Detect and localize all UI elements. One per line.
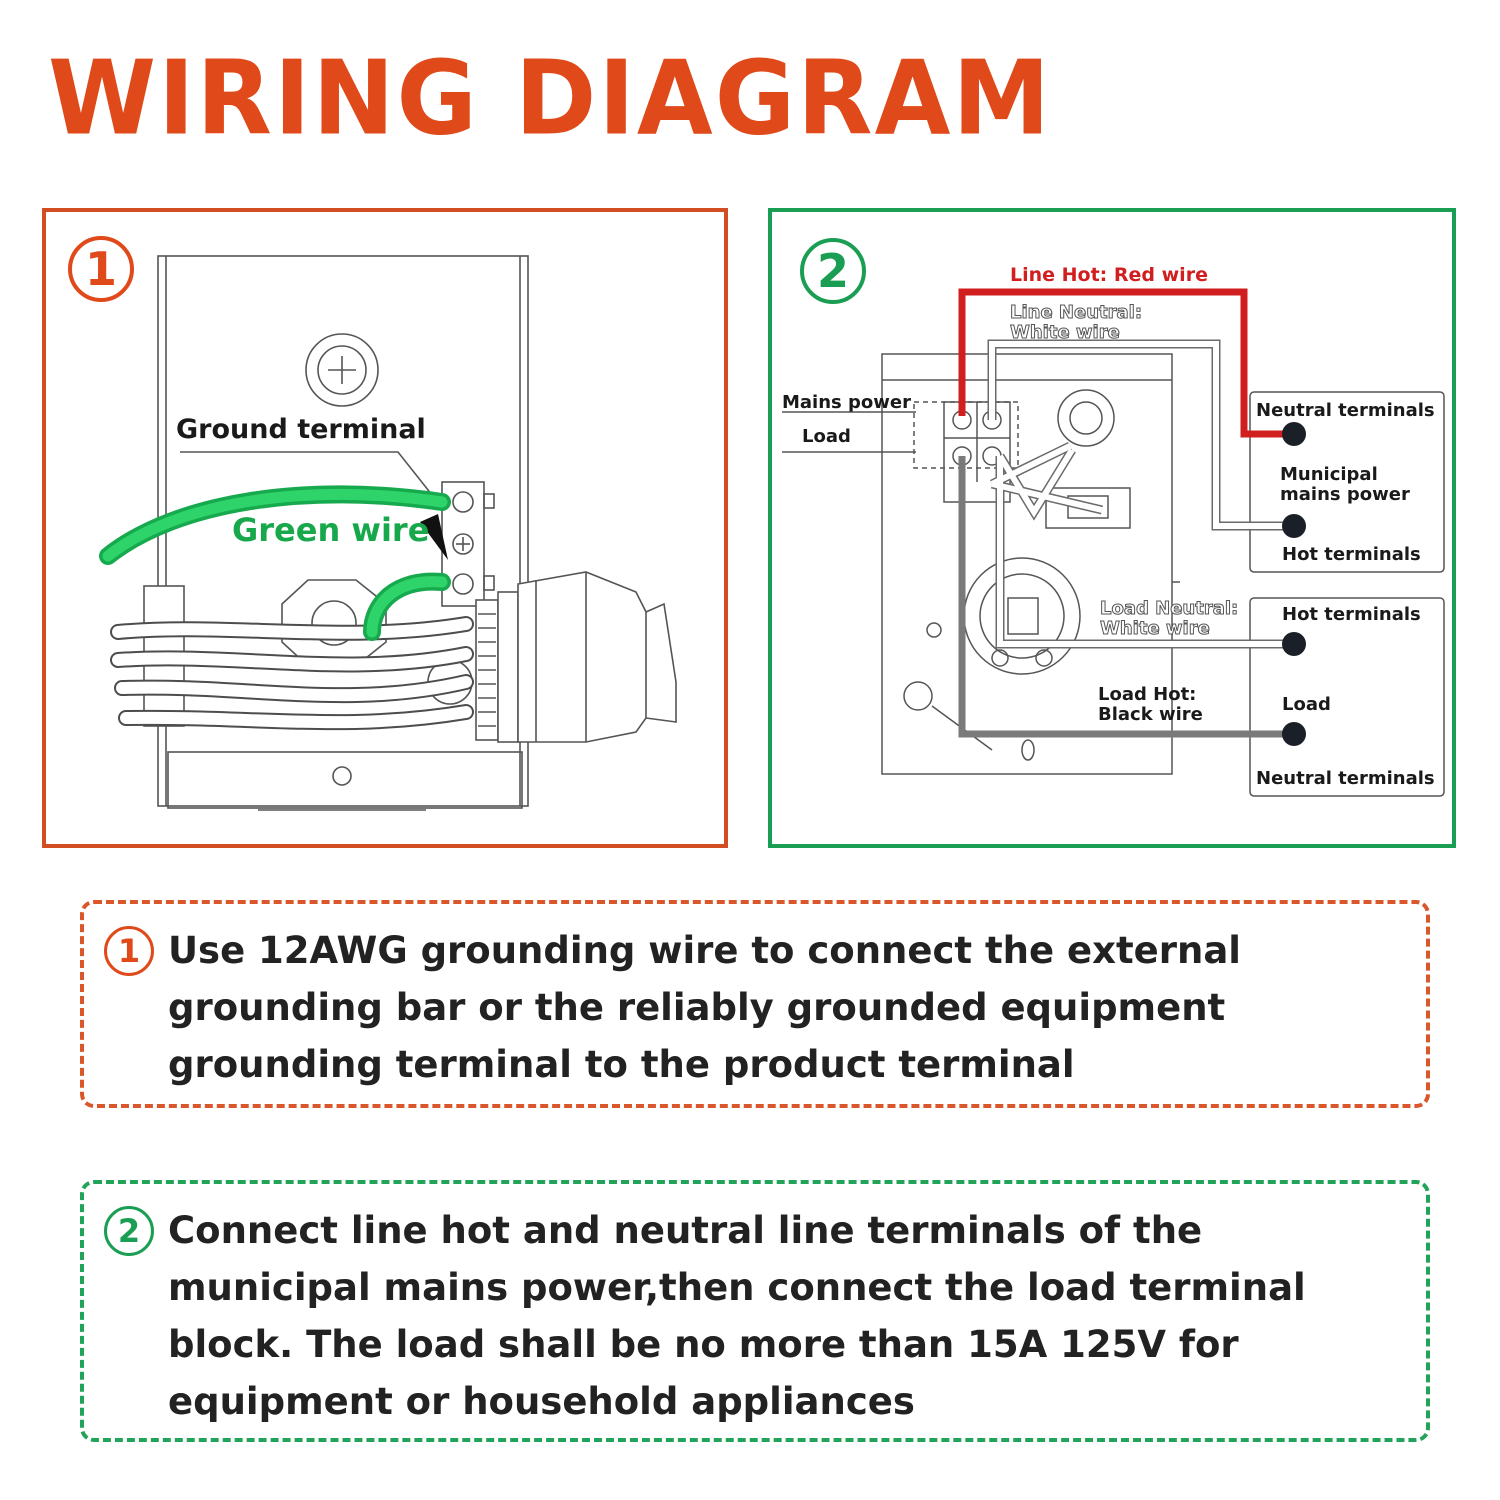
line-hot-label: Line Hot: Red wire xyxy=(1010,264,1208,286)
neutral-terminal-dot-bottom xyxy=(1282,722,1306,746)
load-hot-label-1: Load Hot: xyxy=(1098,684,1197,705)
neutral-terminals-bottom-label: Neutral terminals xyxy=(1256,768,1435,789)
load-right-label: Load xyxy=(1282,694,1331,715)
step-badge-2: 2 xyxy=(800,238,866,304)
ground-terminal-label: Ground terminal xyxy=(176,414,426,445)
load-hot-black-wire xyxy=(958,456,1292,738)
top-screw xyxy=(305,333,379,407)
hot-terminal-dot-top xyxy=(1282,514,1306,538)
line-hot-red-wire xyxy=(958,288,1292,438)
load-neutral-label-2: White wire xyxy=(1100,618,1211,639)
top-connector xyxy=(1057,389,1115,447)
page-title: WIRING DIAGRAM xyxy=(48,39,1052,159)
instruction-note-2: 2 Connect line hot and neutral line term… xyxy=(80,1180,1430,1442)
note-text-1: Use 12AWG grounding wire to connect the … xyxy=(168,929,1241,1086)
neutral-terminals-top-label: Neutral terminals xyxy=(1256,400,1435,421)
load-neutral-label-1: Load Neutral: xyxy=(1099,598,1239,619)
conduit-nut xyxy=(517,571,647,743)
note-text-2: Connect line hot and neutral line termin… xyxy=(168,1209,1306,1423)
mains-terminal-box xyxy=(1249,391,1445,573)
panel-ground-wiring: 1 Ground terminal Green wire xyxy=(42,208,728,848)
mains-wiring-illustration xyxy=(782,288,1445,797)
outlet xyxy=(963,557,1081,675)
line-neutral-label-2: White wire xyxy=(1010,322,1121,343)
hot-terminal-dot-bottom xyxy=(1282,632,1306,656)
hex-nut xyxy=(281,579,387,667)
load-label: Load xyxy=(802,426,851,447)
neutral-terminal-dot-top xyxy=(1282,422,1306,446)
line-neutral-label-1: Line Neutral: xyxy=(1009,302,1143,323)
hot-terminals-bottom-label: Hot terminals xyxy=(1282,604,1421,625)
enclosure-plate xyxy=(881,353,1173,775)
load-hot-label-2: Black wire xyxy=(1098,704,1203,725)
instruction-note-1: 1 Use 12AWG grounding wire to connect th… xyxy=(80,900,1430,1108)
note-badge-1: 1 xyxy=(104,926,154,976)
green-wire-label: Green wire xyxy=(232,511,430,549)
load-wires xyxy=(112,618,472,729)
panel-mains-wiring: 2 Line Hot: Red wire Line Neutral: White… xyxy=(768,208,1456,848)
pointer-arrow xyxy=(420,514,448,560)
ground-terminal-illustration xyxy=(99,255,677,811)
hot-terminals-top-label: Hot terminals xyxy=(1282,544,1421,565)
bottom-screw xyxy=(332,766,352,786)
white-wires xyxy=(989,341,1292,647)
load-terminal-box xyxy=(1249,597,1445,797)
municipal-label-2: mains power xyxy=(1280,484,1410,505)
mains-power-label: Mains power xyxy=(782,392,911,413)
step-badge-1: 1 xyxy=(68,236,134,302)
note-badge-2: 2 xyxy=(104,1206,154,1256)
municipal-label-1: Municipal xyxy=(1280,464,1378,485)
